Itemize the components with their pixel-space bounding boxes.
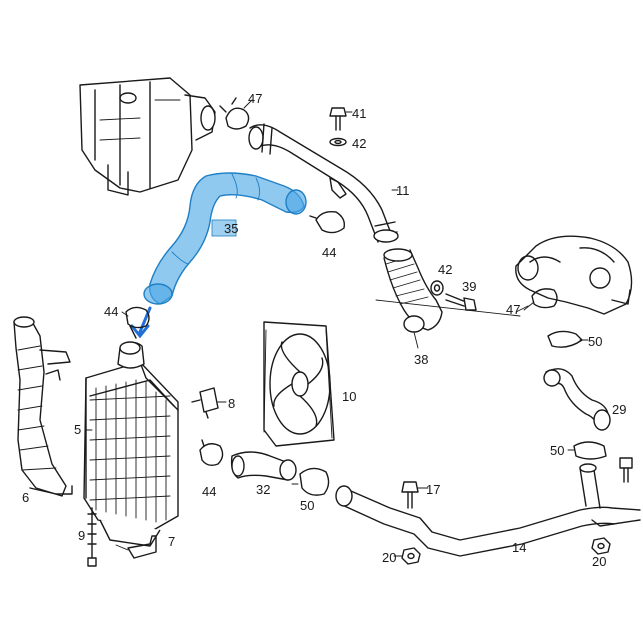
label-10: 10 xyxy=(342,389,356,404)
label-50-upper: 50 xyxy=(588,334,602,349)
engine-block xyxy=(79,77,216,196)
label-9: 9 xyxy=(78,528,85,543)
direction-arrow xyxy=(130,306,152,339)
label-41: 41 xyxy=(352,106,366,121)
label-20-lower: 20 xyxy=(382,550,396,565)
clamp-50-upper xyxy=(547,330,589,348)
label-47-top: 47 xyxy=(248,91,262,106)
nut-20-right xyxy=(591,537,611,555)
clamp-44-lower xyxy=(199,439,224,467)
fan-10 xyxy=(263,321,335,447)
turbocharger-housing xyxy=(515,235,633,315)
label-50-lower: 50 xyxy=(550,443,564,458)
washer-42-mid xyxy=(430,280,444,296)
bracket-near-11 xyxy=(329,177,347,199)
label-7: 7 xyxy=(168,534,175,549)
label-47-right: 47 xyxy=(506,302,520,317)
label-32: 32 xyxy=(256,482,270,497)
clamp-44-left xyxy=(125,306,150,339)
clamp-50-lower xyxy=(567,441,607,460)
hose-29 xyxy=(543,368,611,431)
radiator-part-6 xyxy=(13,316,73,497)
leader-lines xyxy=(85,305,529,557)
clamp-47-top xyxy=(219,97,253,130)
pipe-14 xyxy=(335,463,641,557)
label-17: 17 xyxy=(426,482,440,497)
intercooler-5 xyxy=(83,341,179,547)
clamp-44-upper xyxy=(309,210,346,234)
label-14: 14 xyxy=(512,540,526,555)
bolt-17 xyxy=(401,481,419,509)
label-29: 29 xyxy=(612,402,626,417)
hose-35-highlighted[interactable] xyxy=(143,172,307,305)
label-38: 38 xyxy=(414,352,428,367)
label-6: 6 xyxy=(22,490,29,505)
clamp-50-middle xyxy=(291,467,330,496)
label-5: 5 xyxy=(74,422,81,437)
hose-32 xyxy=(230,451,297,481)
label-35: 35 xyxy=(224,221,238,236)
label-42-top: 42 xyxy=(352,136,366,151)
washer-42-top xyxy=(329,137,347,147)
label-8: 8 xyxy=(228,396,235,411)
nut-20-lower xyxy=(401,547,421,565)
label-50-middle: 50 xyxy=(300,498,314,513)
bolt-39 xyxy=(445,293,477,311)
label-20-right: 20 xyxy=(592,554,606,569)
sensor-8 xyxy=(191,387,227,419)
bolt-right-edge xyxy=(619,457,633,483)
label-44-left: 44 xyxy=(104,304,118,319)
label-39: 39 xyxy=(462,279,476,294)
clamp-47-right xyxy=(523,288,558,311)
bolt-41 xyxy=(329,107,353,131)
label-44-lower: 44 xyxy=(202,484,216,499)
label-42-mid: 42 xyxy=(438,262,452,277)
label-11: 11 xyxy=(396,183,410,198)
hose-38 xyxy=(383,248,443,349)
pin-9 xyxy=(87,507,97,567)
bracket-7 xyxy=(127,535,157,559)
label-44-upper: 44 xyxy=(322,245,336,260)
